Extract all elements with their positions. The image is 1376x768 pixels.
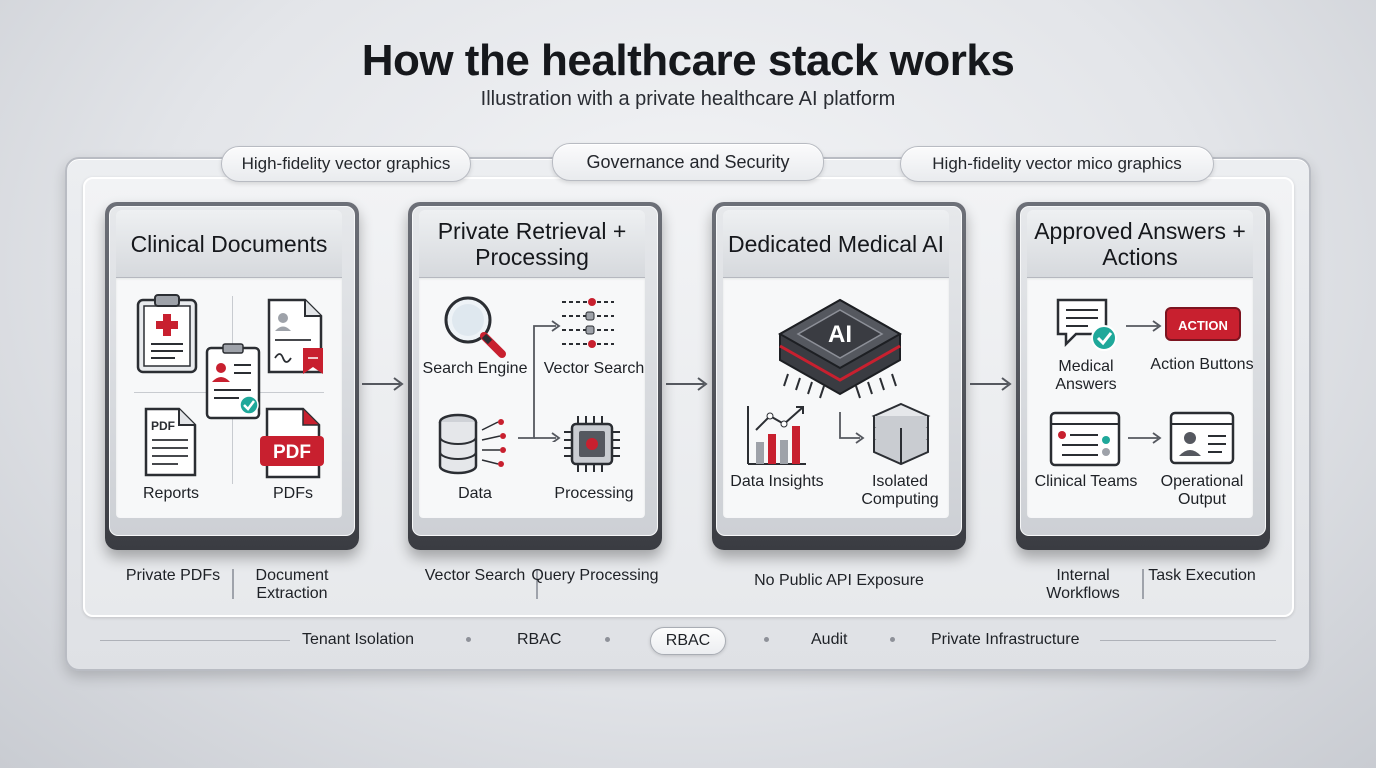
flow-arrow-icon [839, 412, 865, 444]
item-label-vector-search: Vector Search [543, 360, 645, 377]
server-stack-icon [871, 402, 931, 466]
bar-chart-icon [747, 406, 806, 465]
caption-document-extraction: Document Extraction [255, 567, 329, 602]
item-label-data: Data [458, 485, 492, 502]
caption-task-execution: Task Execution [1148, 567, 1256, 584]
checklist-window-icon [1049, 411, 1121, 467]
item-label-processing: Processing [554, 485, 634, 502]
item-label-isolated-computing: Isolated Computing [861, 473, 939, 508]
item-label-search-engine: Search Engine [422, 360, 528, 377]
footer-tenant-isolation: Tenant Isolation [302, 631, 415, 648]
ai-chip-icon: AI [777, 298, 903, 399]
stage-title: Private Retrieval + Processing [419, 210, 645, 278]
footer-audit: Audit [811, 631, 848, 648]
stage-approved-answers: Approved Answers + Actions ACTION [1016, 202, 1270, 550]
stage-title: Clinical Documents [116, 210, 342, 278]
page-title: How the healthcare stack works [361, 36, 1015, 85]
vector-sliders-icon [562, 298, 614, 348]
page-subtitle: Illustration with a private healthcare A… [480, 88, 896, 110]
stage-arrow-icon [362, 377, 404, 391]
svg-text:PDF: PDF [151, 419, 175, 433]
item-label-data-insights: Data Insights [730, 473, 824, 490]
svg-text:PDF: PDF [273, 442, 311, 463]
pdf-file-icon: PDF [260, 407, 324, 479]
stage-private-retrieval: Private Retrieval + Processing [408, 202, 662, 550]
operator-window-icon [1169, 411, 1235, 465]
action-button-icon: ACTION [1165, 307, 1241, 341]
pill-vector-graphics: High-fidelity vector graphics [221, 146, 471, 182]
caption-query-processing: Query Processing [531, 567, 659, 584]
magnifier-icon [444, 296, 506, 358]
stage-dedicated-medical-ai: Dedicated Medical AI AI Data Insights [712, 202, 966, 550]
chat-check-icon [1056, 298, 1117, 351]
processor-chip-icon [564, 416, 620, 472]
item-label-operational-output: Operational Output [1160, 473, 1244, 508]
stage-arrow-icon [666, 377, 708, 391]
caption-private-pdfs: Private PDFs [125, 567, 221, 584]
pill-governance-security: Governance and Security [552, 143, 824, 181]
clipboard-medical-icon [136, 294, 198, 374]
item-label-pdfs: PDFs [273, 485, 313, 502]
flow-arrow-icon [1128, 432, 1162, 444]
item-label-reports: Reports [142, 485, 200, 502]
stage-title: Approved Answers + Actions [1027, 210, 1253, 278]
stage-arrow-icon [970, 377, 1012, 391]
svg-text:AI: AI [828, 321, 852, 348]
item-label-clinical-teams: Clinical Teams [1034, 473, 1138, 490]
pill-vector-mico-graphics: High-fidelity vector mico graphics [900, 146, 1214, 182]
svg-text:ACTION: ACTION [1178, 318, 1228, 333]
database-icon [438, 413, 506, 475]
signed-document-icon [267, 298, 323, 374]
caption-no-public-api: No Public API Exposure [754, 572, 924, 589]
footer-rbac: RBAC [517, 631, 562, 648]
flow-arrow-icon [1126, 320, 1162, 332]
footer-rbac-pill: RBAC [650, 627, 726, 655]
footer-private-infrastructure: Private Infrastructure [931, 631, 1080, 648]
item-label-medical-answers: Medical Answers [1055, 358, 1117, 393]
patient-record-icon [205, 343, 261, 420]
stage-clinical-documents: Clinical Documents [105, 202, 359, 550]
caption-vector-search: Vector Search [424, 567, 526, 584]
flow-arrow-icon [518, 320, 561, 442]
report-document-icon: PDF [144, 407, 197, 477]
stage-title: Dedicated Medical AI [723, 210, 949, 278]
item-label-action-buttons: Action Buttons [1150, 356, 1254, 373]
caption-internal-workflows: Internal Workflows [1046, 567, 1120, 602]
